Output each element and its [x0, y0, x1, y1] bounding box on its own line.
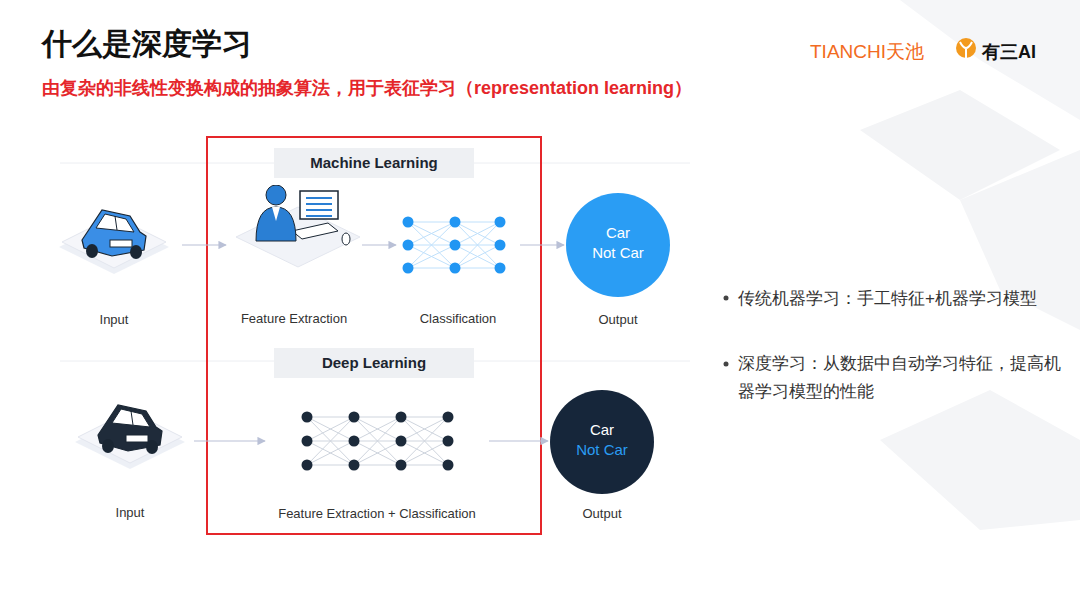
logo-icon: [956, 38, 976, 58]
flow-arrow: [362, 244, 396, 245]
net-art: [398, 200, 518, 330]
highlight-frame: [207, 137, 541, 534]
background-shape: [900, 0, 1080, 120]
bullet-dot: [724, 296, 729, 301]
class-label: Car: [566, 223, 670, 243]
caption-text: Feature Extraction: [228, 309, 360, 329]
class-label: Not Car: [550, 440, 654, 460]
bullet-text: 深度学习：从数据中自动学习特征，提高机器学习模型的性能: [738, 350, 1070, 406]
input-art: [48, 190, 180, 330]
caption-text: Input: [48, 310, 180, 330]
bullet-text: 传统机器学习：手工特征+机器学习模型: [738, 285, 1037, 313]
slide-title: 什么是深度学习: [42, 24, 252, 65]
feature-node: Feature Extraction: [228, 185, 360, 330]
section-heading: Deep Learning: [289, 354, 459, 372]
flow-arrow: [520, 244, 564, 245]
logo-text: 有三AI: [982, 38, 1036, 66]
logo-text: TIANCHI天池: [810, 38, 924, 66]
header-node: Machine Learning: [274, 148, 474, 178]
caption-text: Classification: [398, 309, 518, 329]
section-heading: Machine Learning: [289, 154, 459, 172]
input-art: [68, 385, 192, 525]
class-label: Car: [550, 420, 654, 440]
background-shape: [880, 390, 1080, 530]
class-label: Not Car: [566, 243, 670, 263]
output-node: CarNot CarOutput: [550, 390, 654, 525]
caption-text: Output: [566, 310, 670, 330]
header-node: Deep Learning: [274, 348, 474, 378]
flow-arrow: [489, 440, 548, 441]
caption-text: Output: [550, 504, 654, 524]
output-node: CarNot CarOutput: [566, 193, 670, 328]
feature-art: [228, 185, 360, 330]
net-node: Classification: [398, 200, 518, 330]
caption-text: Feature Extraction + Classification: [267, 504, 487, 524]
subtitle: 由复杂的非线性变换构成的抽象算法，用于表征学习（representation l…: [42, 74, 692, 102]
input-node: Input: [68, 385, 192, 525]
flow-arrow: [194, 440, 265, 441]
bullet-dot: [724, 362, 729, 367]
net-node: Feature Extraction + Classification: [267, 400, 487, 525]
flow-arrow: [182, 244, 226, 245]
caption-text: Input: [68, 503, 192, 523]
input-node: Input: [48, 190, 180, 330]
